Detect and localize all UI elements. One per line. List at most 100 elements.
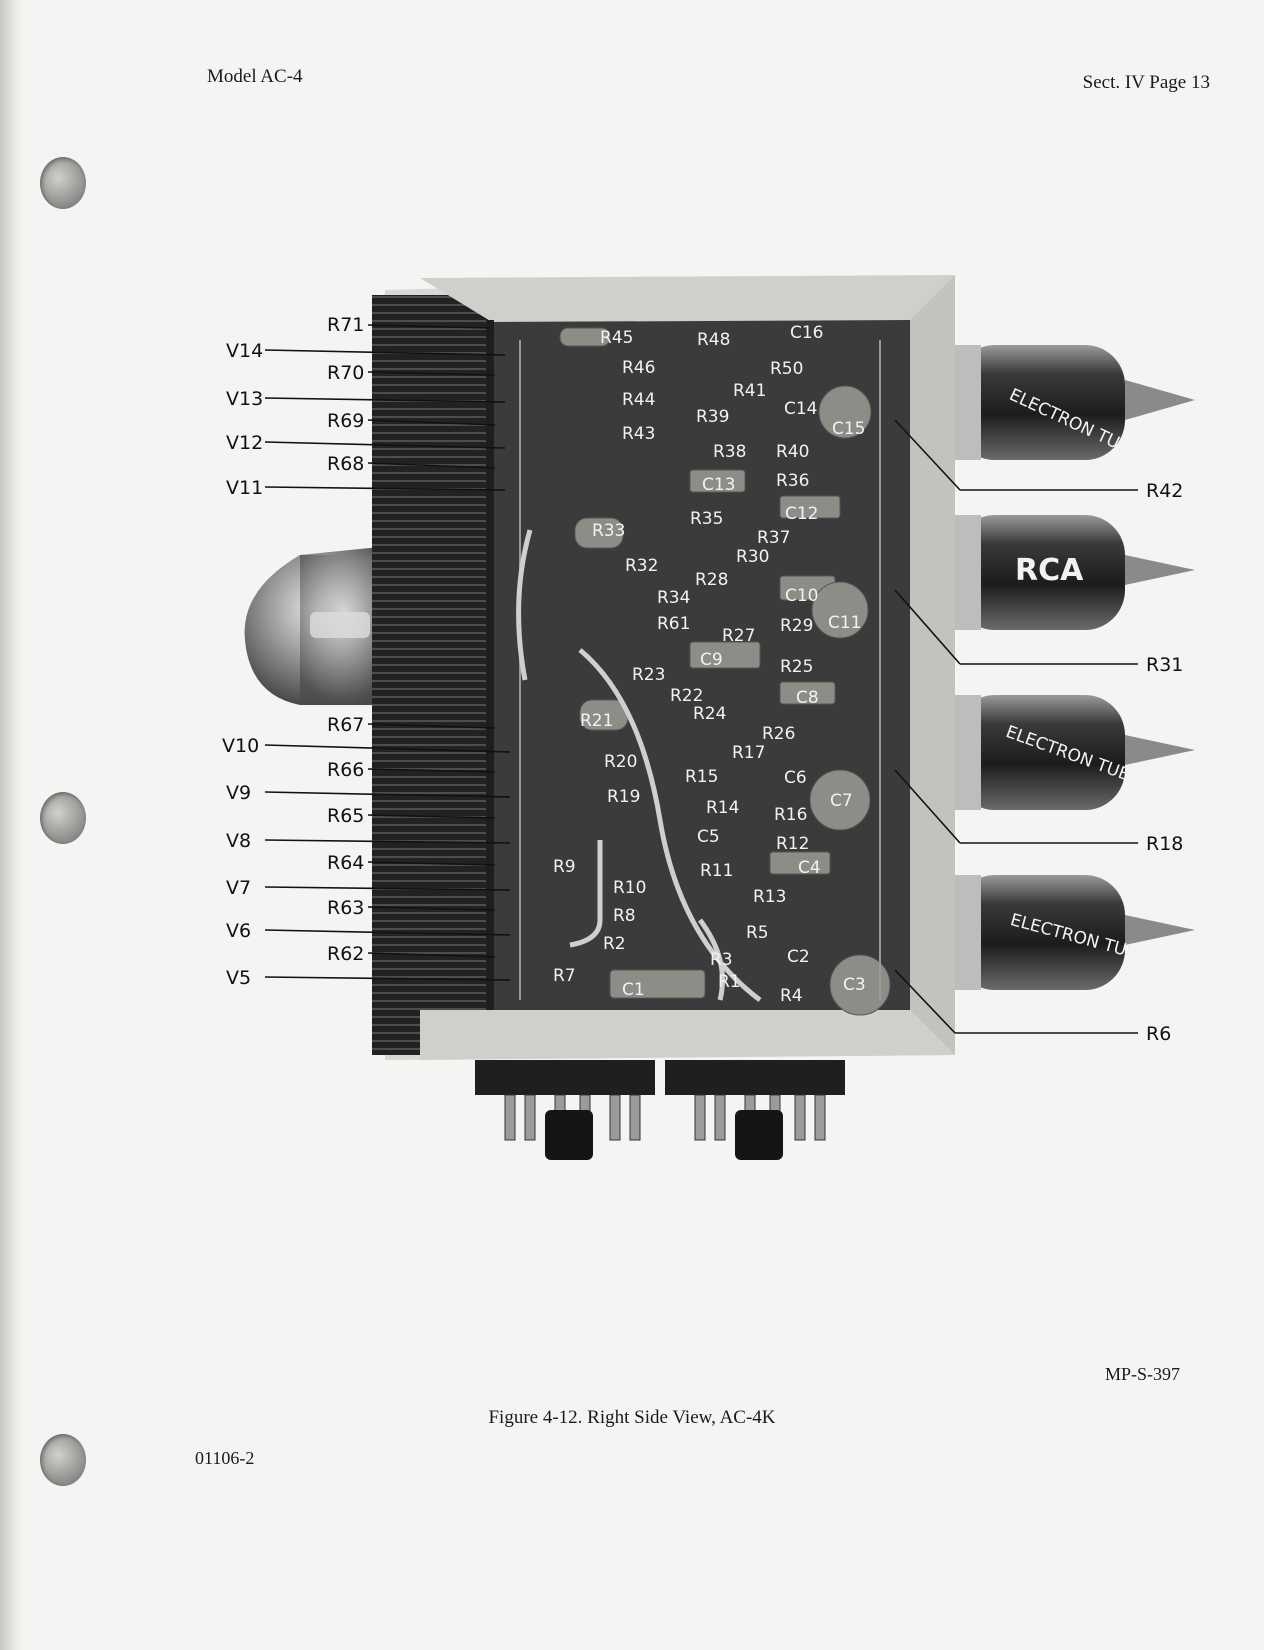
board-label: R16 [774,805,807,825]
board-label: R10 [613,878,646,898]
board-label: C5 [697,827,720,847]
tube-marking-2: RCA [1015,553,1084,588]
hookup-wires [516,529,762,1002]
board-label: R12 [776,834,809,854]
board-label: R45 [600,328,633,348]
callout-r71: R71 [327,314,364,336]
board-label: C10 [785,586,819,606]
document-code: MP-S-397 [1104,1364,1180,1384]
callout-r18: R18 [1146,833,1183,855]
board-label: R19 [607,787,640,807]
board-label: R61 [657,614,690,634]
callout-r66: R66 [327,759,364,781]
board-label: R35 [690,509,723,529]
board-label: C3 [843,975,866,995]
board-label: R28 [695,570,728,590]
board-label: R14 [706,798,739,818]
callout-r69: R69 [327,410,364,432]
board-label: C7 [830,791,853,811]
board-label: R4 [780,986,803,1006]
board-label: R27 [722,626,755,646]
octal-plugs [475,1060,845,1160]
board-label: R17 [732,743,765,763]
board-label: C14 [784,399,818,419]
board-label: R37 [757,528,790,548]
board-label: R43 [622,424,655,444]
board-label: C12 [785,504,819,524]
board-label: R29 [780,616,813,636]
callout-v6: V6 [226,920,251,942]
board-label: R36 [776,471,809,491]
board-label: R44 [622,390,655,410]
board-label: C1 [622,980,645,1000]
board-label: C6 [784,768,807,788]
callout-v14: V14 [226,340,263,362]
board-label: R23 [632,665,665,685]
board-label: R25 [780,657,813,677]
board-label: R33 [592,521,625,541]
board-label: R39 [696,407,729,427]
board-designators: R45 R48 C16 R46 R50 R41 R44 C14 R39 C15 … [553,323,866,1006]
vacuum-tube-4: ELECTRON TUBE [955,875,1195,990]
board-label: R26 [762,724,795,744]
board-label: C4 [798,858,821,878]
board-label: R30 [736,547,769,567]
page-edge-shadow [0,0,22,1650]
vacuum-tube-3: ELECTRON TUBE [955,695,1195,810]
left-callouts: R71 V14 R70 V13 R69 V12 R68 V11 R67 V10 … [222,314,364,989]
callout-v9: V9 [226,782,251,804]
board-label: R22 [670,686,703,706]
callout-v7: V7 [226,877,251,899]
callout-r64: R64 [327,852,364,874]
right-leader-lines [894,419,1138,1034]
board-label: R3 [710,950,733,970]
board-label: R21 [580,711,613,731]
board-label: R15 [685,767,718,787]
board-label: R13 [753,887,786,907]
callout-r70: R70 [327,362,364,384]
binder-hole-bottom [40,1434,86,1486]
header-model: Model AC-4 [207,66,303,87]
board-label: R34 [657,588,690,608]
heatsink-fins [372,295,492,1055]
left-leader-lines [264,324,511,981]
callout-r67: R67 [327,714,364,736]
callout-v11: V11 [226,477,263,499]
vacuum-tube-1: ELECTRON TUBE [955,345,1195,463]
callout-r6: R6 [1146,1023,1171,1045]
binder-hole-middle [40,792,86,844]
board-label: R8 [613,906,636,926]
board-label: C2 [787,947,810,967]
board-label: R9 [553,857,576,877]
callout-v13: V13 [226,388,263,410]
board-label: R40 [776,442,809,462]
header-section-page: Sect. IV Page 13 [1082,72,1210,93]
board-label: R48 [697,330,730,350]
board-label: R50 [770,359,803,379]
right-callouts: R42 R31 R18 R6 [1146,480,1183,1045]
binder-hole-top [40,157,86,209]
board-label: R20 [604,752,637,772]
board-label: C15 [832,419,866,439]
board-label: R41 [733,381,766,401]
callout-v5: V5 [226,967,251,989]
callout-r63: R63 [327,897,364,919]
board-label: C16 [790,323,824,343]
callout-r62: R62 [327,943,364,965]
board-label: R32 [625,556,658,576]
board-label: R1 [718,972,741,992]
board-label: R38 [713,442,746,462]
board-label: C11 [828,613,862,633]
board-label: R24 [693,704,726,724]
board-label: R7 [553,966,576,986]
figure-caption: Figure 4-12. Right Side View, AC-4K [488,1407,776,1428]
callout-r68: R68 [327,453,364,475]
board-components [519,327,891,1016]
vacuum-tube-2: RCA [955,515,1195,630]
board-label: R2 [603,934,626,954]
callout-v10: V10 [222,735,259,757]
board-label: R46 [622,358,655,378]
board-label: R11 [700,861,733,881]
callout-r42: R42 [1146,480,1183,502]
